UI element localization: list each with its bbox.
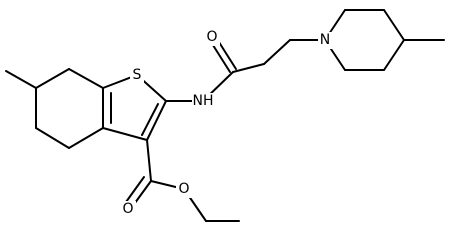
bond-methyl-ring: [5, 70, 37, 89]
bond-ring-c1-c2: [35, 68, 70, 89]
atom-ester-ether-oxygen-label: O: [178, 181, 189, 197]
atom-sulfur-label: S: [133, 67, 142, 83]
bond-pip-c4-c5: [383, 39, 405, 71]
atom-amide-nitrogen-label: NH: [193, 93, 214, 109]
bond-pip-c3-c4: [383, 9, 405, 41]
bond-c3-c3a: [102, 127, 148, 141]
bond-carbonyl-ch2: [232, 63, 265, 73]
bond-ring-c2-c3: [68, 68, 104, 89]
atom-amide-nitrogen: NH: [192, 93, 216, 110]
bond-layer: [5, 9, 445, 222]
bond-ring-c4-c5: [68, 127, 104, 149]
bond-carbonyl-o: [210, 41, 231, 73]
bond-ester-carbonyl-o-double: [125, 176, 145, 203]
bond-ch2-ch2: [263, 39, 291, 65]
bond-c3-ester-carbon: [146, 139, 152, 182]
atom-label-layer: S NH O N O O: [121, 29, 332, 218]
atom-ester-carbonyl-oxygen: O: [121, 201, 136, 218]
atom-amide-oxygen-label: O: [206, 29, 217, 45]
atom-ester-carbonyl-oxygen-label: O: [122, 201, 133, 217]
bond-carbonyl-o-double: [216, 38, 237, 70]
atom-piperidine-nitrogen: N: [318, 32, 332, 49]
atom-ester-ether-oxygen: O: [176, 181, 192, 198]
bond-c2-c3-double: [141, 103, 159, 136]
bond-ring-c5-c6: [35, 127, 70, 149]
atom-sulfur: S: [130, 65, 144, 83]
bond-c2-c3: [146, 100, 167, 141]
atom-piperidine-nitrogen-label: N: [320, 32, 330, 48]
atom-amide-oxygen: O: [205, 29, 220, 46]
